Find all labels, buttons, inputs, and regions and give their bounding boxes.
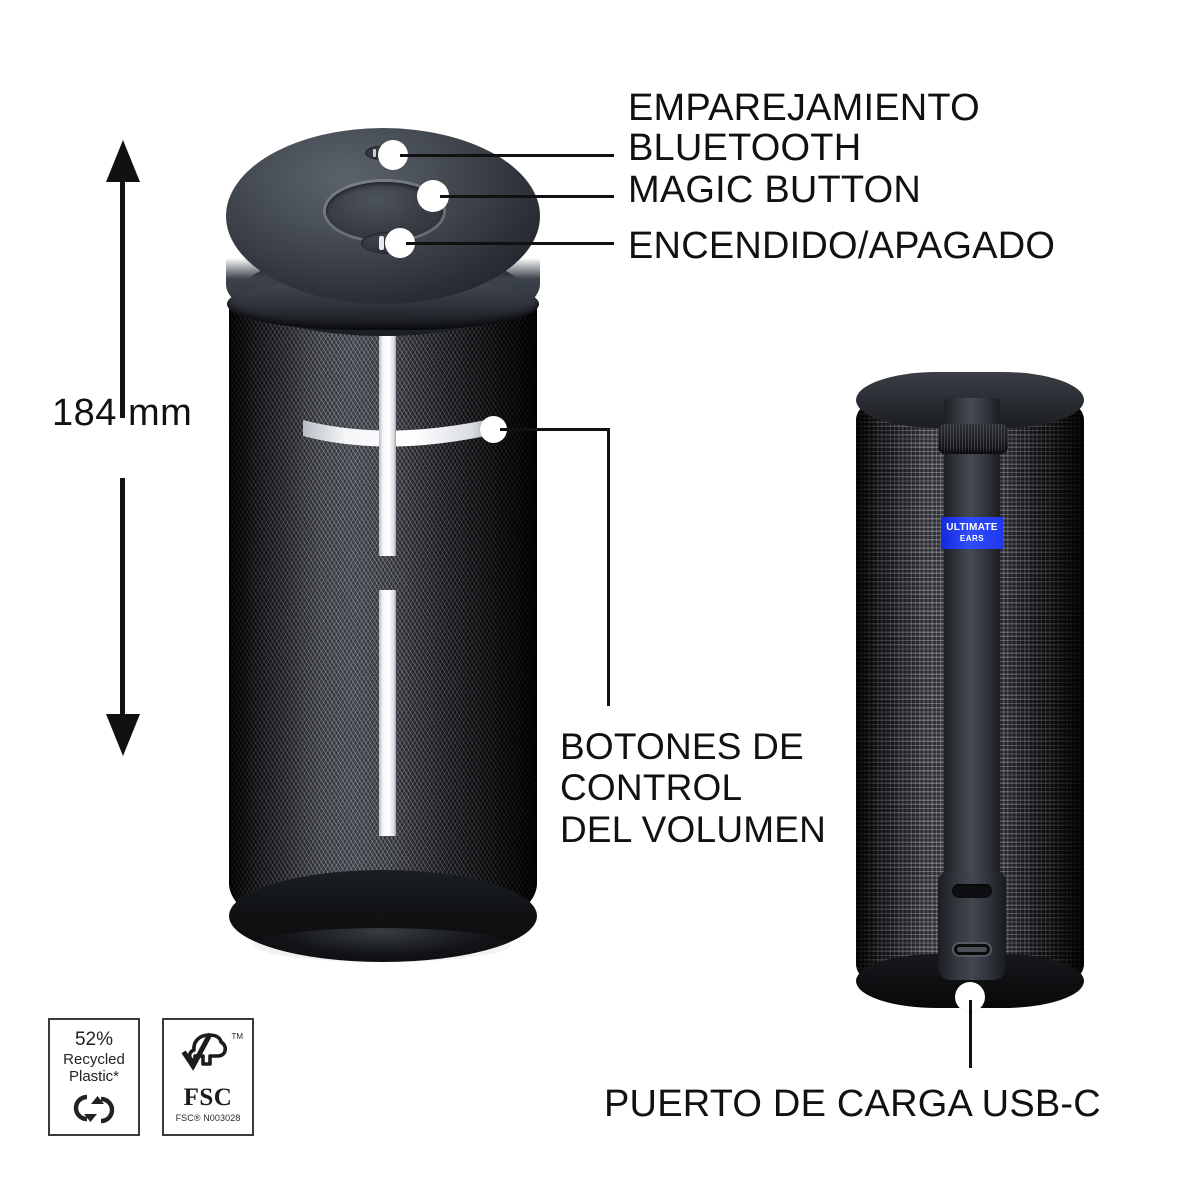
fsc-tree-icon xyxy=(181,1032,228,1071)
usb-c-port-inner xyxy=(957,947,987,952)
certification-badges: 52% Recycled Plastic* TM FSC FSC® N00302… xyxy=(48,1018,254,1136)
speaker-base xyxy=(229,870,537,962)
leader-line-magic xyxy=(440,195,614,198)
volume-buttons[interactable] xyxy=(213,128,553,958)
height-dimension-label: 184 mm xyxy=(52,392,193,434)
callout-label-volume: BOTONES DE CONTROL DEL VOLUMEN xyxy=(560,726,827,850)
bluetooth-icon xyxy=(373,149,376,157)
leader-line-volume-v xyxy=(607,428,610,706)
leader-line-volume-h xyxy=(500,428,610,431)
fsc-trademark-symbol: TM xyxy=(231,1032,243,1041)
speaker-back-view: ULTIMATE EARS xyxy=(852,372,1088,1012)
power-icon xyxy=(379,236,384,250)
callout-label-power: ENCENDIDO/APAGADO xyxy=(628,225,1056,267)
volume-up-horizontal xyxy=(303,418,495,447)
ultimate-ears-badge: ULTIMATE EARS xyxy=(941,517,1003,549)
leader-line-bluetooth xyxy=(400,154,614,157)
fsc-license-code: FSC® N003028 xyxy=(175,1113,241,1123)
callout-label-usb-c: PUERTO DE CARGA USB-C xyxy=(604,1083,1101,1125)
base-sheen xyxy=(253,928,511,962)
fsc-name: FSC xyxy=(183,1084,233,1111)
speaker-front-view xyxy=(213,128,553,962)
badge-recycled-plastic: 52% Recycled Plastic* xyxy=(48,1018,140,1136)
port-cover-slot xyxy=(952,884,992,898)
height-dimension-arrow xyxy=(106,140,140,756)
recycled-line-2: Recycled xyxy=(63,1050,125,1068)
recycled-percent: 52% xyxy=(74,1029,114,1050)
volume-down-bar xyxy=(379,590,396,836)
fabric-pull-loop[interactable] xyxy=(938,424,1008,454)
recycle-icon xyxy=(73,1094,115,1124)
badge-fsc: TM FSC FSC® N003028 xyxy=(162,1018,254,1136)
volume-up-vertical xyxy=(379,336,396,556)
leader-line-usb xyxy=(969,1000,972,1068)
leader-line-power xyxy=(406,242,614,245)
brand-line-2: EARS xyxy=(959,534,985,543)
recycled-line-3: Plastic* xyxy=(68,1067,120,1085)
brand-line-1: ULTIMATE xyxy=(946,522,998,533)
callout-label-bluetooth-pairing: EMPAREJAMIENTO BLUETOOTH xyxy=(628,87,980,170)
callout-label-magic-button: MAGIC BUTTON xyxy=(628,169,922,211)
